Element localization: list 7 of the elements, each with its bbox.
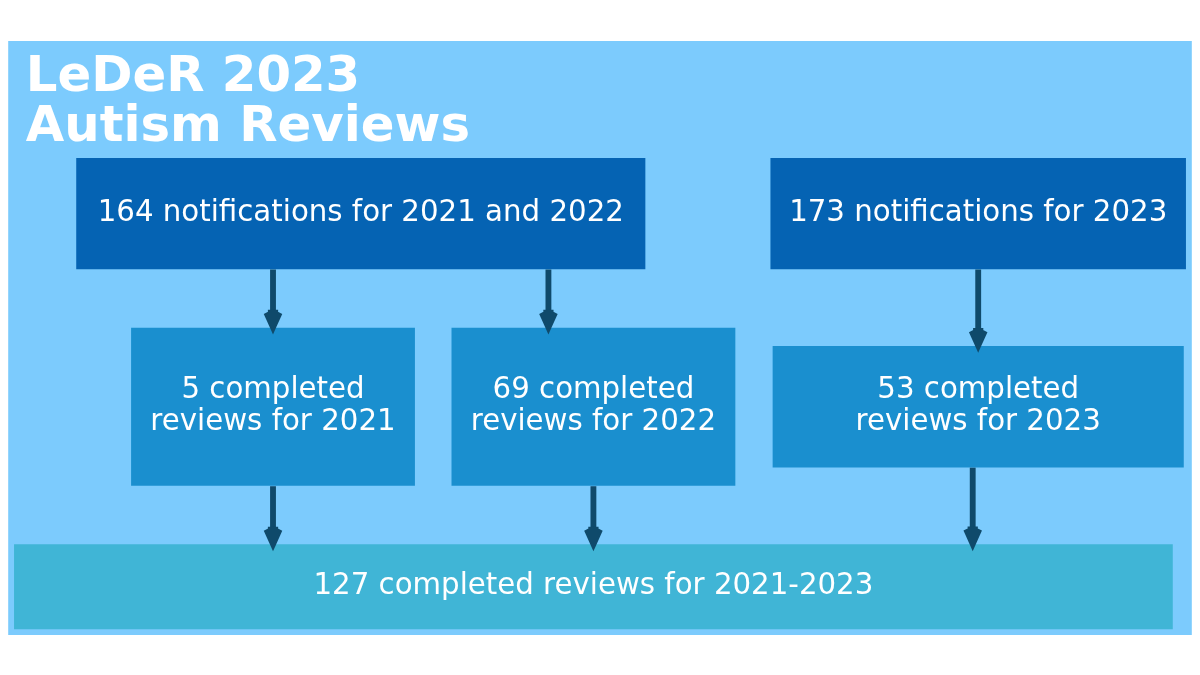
- node-box: 5 completed reviews for 2021: [131, 327, 415, 486]
- node-box: 69 completed reviews for 2022: [451, 327, 736, 486]
- node-box: 164 notifications for 2021 and 2022: [76, 157, 646, 269]
- diagram-title: LeDeR 2023 Autism Reviews: [25, 44, 470, 153]
- node-box: 127 completed reviews for 2021-2023: [14, 543, 1173, 629]
- node-box: 53 completed reviews for 2023: [772, 345, 1184, 467]
- node-box: 173 notifications for 2023: [770, 157, 1186, 269]
